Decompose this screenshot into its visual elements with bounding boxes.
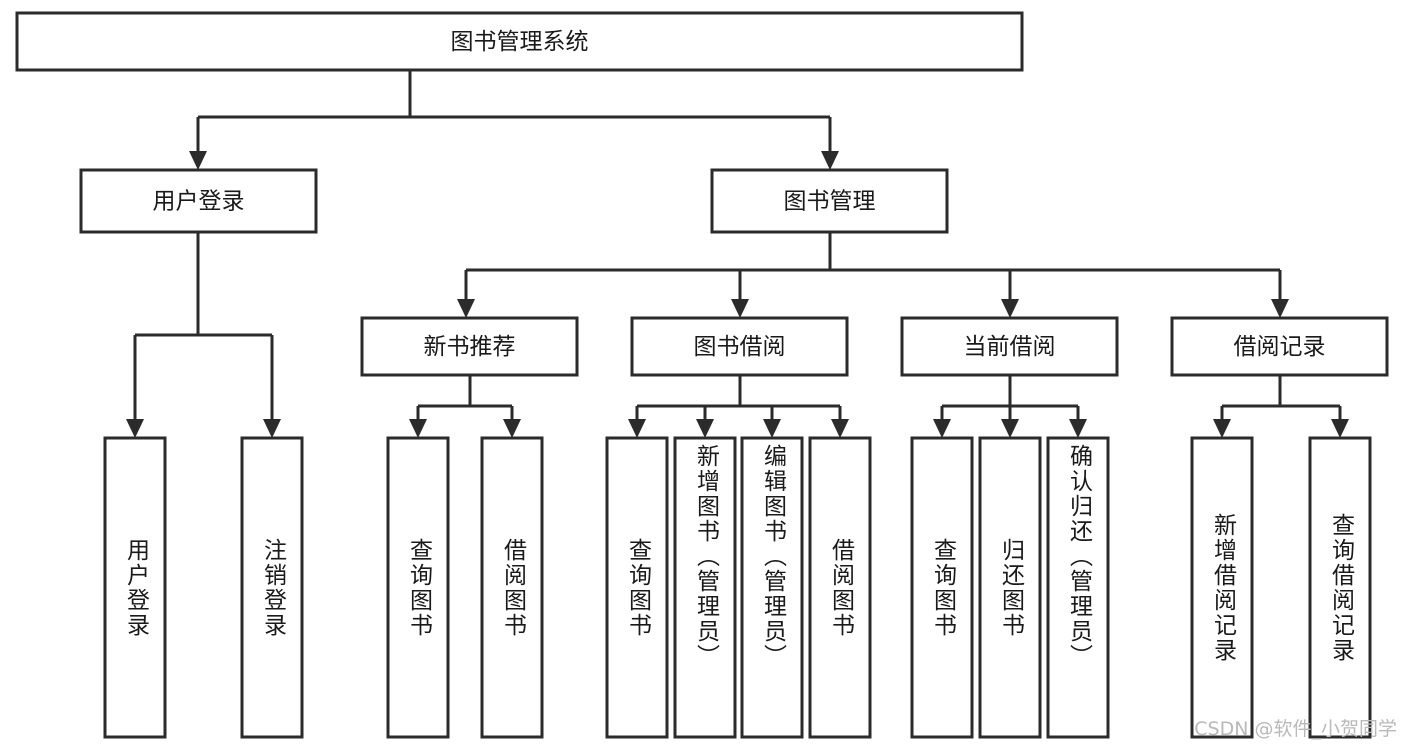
node-borrow-record-label: 借阅记录 [1234,334,1326,360]
node-leaf-borrow-book[interactable] [808,436,872,739]
node-new-book-rec[interactable] [360,316,579,377]
node-leaf-query-book-cur[interactable] [910,436,974,739]
arrow-head-icon [933,419,951,438]
node-leaf-user-login[interactable] [103,436,167,739]
node-new-book-rec-label: 新书推荐 [424,334,516,360]
arrow-head-icon [1001,419,1019,438]
node-root[interactable] [15,11,1024,72]
arrow-head-icon [821,151,839,170]
node-leaf-return-book[interactable] [978,436,1042,739]
node-book-manage-label: 图书管理 [784,189,876,215]
box-layer [15,11,1389,739]
node-borrow-record[interactable] [1170,316,1389,377]
arrow-head-icon [1271,299,1289,318]
node-current-borrow-label: 当前借阅 [964,334,1056,360]
arrow-head-icon [1331,419,1349,438]
arrow-head-icon [263,419,281,438]
node-root-label: 图书管理系统 [451,29,589,55]
arrow-head-icon [696,419,714,438]
arrow-head-icon [1069,419,1087,438]
node-book-borrow-label: 图书借阅 [694,334,786,360]
node-leaf-confirm-return[interactable] [1046,436,1110,739]
arrow-head-icon [1001,299,1019,318]
node-current-borrow[interactable] [900,316,1119,377]
arrow-head-icon [409,419,427,438]
node-leaf-add-record[interactable] [1190,436,1254,739]
node-leaf-edit-book[interactable] [740,436,804,739]
node-leaf-borrow-book-rec[interactable] [480,436,544,739]
node-leaf-logout-login[interactable] [240,436,304,739]
node-book-borrow[interactable] [630,316,849,377]
node-leaf-add-book[interactable] [673,436,737,739]
arrow-head-icon [503,419,521,438]
node-leaf-query-book-rec[interactable] [386,436,450,739]
arrow-head-icon [1213,419,1231,438]
node-user-login[interactable] [79,168,318,234]
connector-layer [126,70,1349,438]
arrow-head-icon [731,299,749,318]
arrow-head-icon [126,419,144,438]
arrow-head-icon [763,419,781,438]
arrow-head-icon [189,151,207,170]
node-book-manage[interactable] [710,168,949,234]
node-leaf-query-book[interactable] [605,436,669,739]
arrow-head-icon [831,419,849,438]
node-leaf-query-record[interactable] [1308,436,1372,739]
node-user-login-label: 用户登录 [153,189,245,215]
arrow-head-icon [457,299,475,318]
arrow-head-icon [628,419,646,438]
